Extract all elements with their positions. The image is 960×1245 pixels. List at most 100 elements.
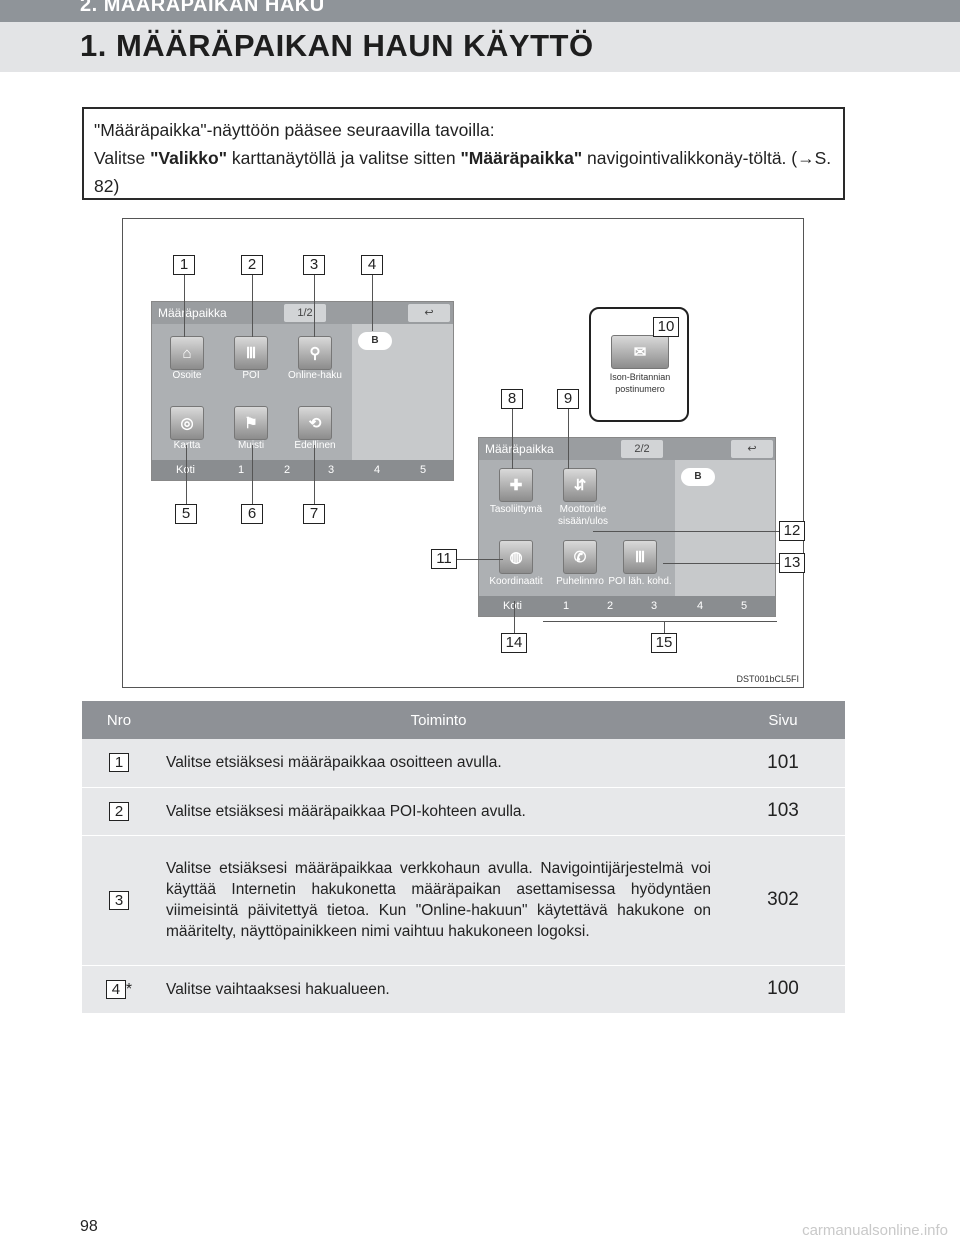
tile-label-edellinen: Edellinen — [294, 440, 336, 451]
leader-line — [663, 563, 779, 564]
postcode-icon[interactable]: ✉ — [611, 335, 669, 369]
row-function: Valitse etsiäksesi määräpaikkaa osoittee… — [156, 739, 721, 788]
row-function: Valitse etsiäksesi määräpaikkaa POI-koht… — [156, 787, 721, 836]
tile-label-poi-lah: POI läh. kohd. — [608, 576, 672, 587]
freeway-icon[interactable]: ⇵ — [563, 468, 597, 502]
preset-2[interactable]: 2 — [607, 600, 614, 612]
intro-line-1: "Määräpaikka"-näyttöön pääsee seuraavill… — [94, 120, 495, 140]
screen2-area-badge[interactable]: B — [681, 468, 715, 486]
screen1-page-button[interactable]: 1/2 — [284, 304, 326, 322]
callout-14: 14 — [501, 633, 527, 653]
callout-7: 7 — [303, 504, 325, 524]
row-page: 302 — [721, 835, 845, 966]
preset-3[interactable]: 3 — [651, 600, 658, 612]
screen2-page-button[interactable]: 2/2 — [621, 440, 663, 458]
function-table: Nro Toiminto Sivu 1 Valitse etsiäksesi m… — [82, 701, 845, 1014]
tile-label-koordinaatit: Koordinaatit — [489, 576, 543, 587]
intro-line-2: Valitse "Valikko" karttanäytöllä ja vali… — [94, 148, 832, 196]
table-row: 2 Valitse etsiäksesi määräpaikkaa POI-ko… — [82, 787, 845, 836]
map-icon[interactable]: ◎ — [170, 406, 204, 440]
preset-4[interactable]: 4 — [374, 464, 381, 476]
preset-1[interactable]: 1 — [238, 464, 245, 476]
callout-5: 5 — [175, 504, 197, 524]
tile-label-online: Online-haku — [288, 370, 342, 381]
leader-line — [514, 601, 515, 633]
leader-line — [457, 559, 503, 560]
row-page: 101 — [721, 739, 845, 788]
tile-label-poi: POI — [242, 370, 260, 381]
screen1-bottom-bar: Koti 1 2 3 4 5 — [152, 460, 453, 480]
row-number: 3 — [82, 835, 156, 966]
screen2-title: Määräpaikka — [485, 442, 554, 456]
col-header-sivu: Sivu — [721, 701, 845, 739]
leader-line — [664, 621, 665, 633]
row-function: Valitse vaihtaaksesi hakualueen. — [156, 965, 721, 1014]
online-search-icon[interactable]: ⚲ — [298, 336, 332, 370]
home-button[interactable]: Koti — [503, 600, 522, 612]
row-function: Valitse etsiäksesi määräpaikkaa verkkoha… — [156, 835, 721, 966]
home-button[interactable]: Koti — [176, 464, 195, 476]
row-page: 100 — [721, 965, 845, 1014]
preset-5[interactable]: 5 — [741, 600, 748, 612]
table-row: 3 Valitse etsiäksesi määräpaikkaa verkko… — [82, 835, 845, 966]
row-number: 4* — [82, 965, 156, 1014]
screen1-title: Määräpaikka — [158, 306, 227, 320]
tile-label-tasoliittyma: Tasoliittymä — [489, 504, 543, 515]
callout-9: 9 — [557, 389, 579, 409]
intersection-icon[interactable]: ✚ — [499, 468, 533, 502]
row-number: 1 — [82, 739, 156, 788]
callout-15: 15 — [651, 633, 677, 653]
table-header-row: Nro Toiminto Sivu — [82, 701, 845, 739]
tile-label-moottoritie: Moottoritie sisään/ulos — [557, 504, 609, 527]
watermark: carmanualsonline.info — [802, 1222, 948, 1239]
destination-screen-page-1: Määräpaikka 1/2 ↩ B ⌂ Osoite Ⅲ POI ⚲ Onl… — [151, 301, 454, 481]
tile-label-muisti: Muisti — [237, 440, 265, 451]
preset-2[interactable]: 2 — [284, 464, 291, 476]
postcode-bubble: ✉ Ison-Britannian postinumero — [589, 307, 689, 422]
page-title: 1. MÄÄRÄPAIKAN HAUN KÄYTTÖ — [80, 28, 594, 63]
section-header: 2. MÄÄRÄPAIKAN HAKU — [80, 0, 325, 16]
address-icon[interactable]: ⌂ — [170, 336, 204, 370]
callout-1: 1 — [173, 255, 195, 275]
screen1-area-badge[interactable]: B — [358, 332, 392, 350]
callout-3: 3 — [303, 255, 325, 275]
tile-label-puhelinnro: Puhelinnro — [556, 576, 604, 587]
callout-10: 10 — [653, 317, 679, 337]
bubble-label: Ison-Britannian postinumero — [609, 372, 671, 394]
title-band: 1. MÄÄRÄPAIKAN HAUN KÄYTTÖ — [0, 22, 960, 72]
callout-8: 8 — [501, 389, 523, 409]
callout-6: 6 — [241, 504, 263, 524]
tile-label-osoite: Osoite — [172, 370, 202, 381]
col-header-nro: Nro — [82, 701, 156, 739]
preset-1[interactable]: 1 — [563, 600, 570, 612]
memory-flag-icon[interactable]: ⚑ — [234, 406, 268, 440]
previous-icon[interactable]: ⟲ — [298, 406, 332, 440]
row-page: 103 — [721, 787, 845, 836]
screen2-bottom-bar: Koti 1 2 3 4 5 — [479, 596, 775, 616]
poi-near-icon[interactable]: Ⅲ — [623, 540, 657, 574]
leader-line — [252, 275, 253, 337]
callout-2: 2 — [241, 255, 263, 275]
leader-line — [314, 275, 315, 337]
leader-line — [568, 409, 569, 469]
back-icon[interactable]: ↩ — [731, 440, 773, 458]
destination-screen-page-2: Määräpaikka 2/2 ↩ B ✚ Tasoliittymä ⇵ Moo… — [478, 437, 776, 617]
back-icon[interactable]: ↩ — [408, 304, 450, 322]
table-row: 4* Valitse vaihtaaksesi hakualueen. 100 — [82, 965, 845, 1014]
page-number: 98 — [80, 1218, 98, 1235]
preset-3[interactable]: 3 — [328, 464, 335, 476]
row-number: 2 — [82, 787, 156, 836]
intro-box: "Määräpaikka"-näyttöön pääsee seuraavill… — [82, 107, 845, 200]
callout-12: 12 — [779, 521, 805, 541]
col-header-toiminto: Toiminto — [156, 701, 721, 739]
section-header-bar: 2. MÄÄRÄPAIKAN HAKU — [0, 0, 960, 22]
leader-line — [543, 621, 777, 622]
figure-id: DST001bCL5FI — [736, 674, 799, 684]
phone-icon[interactable]: ✆ — [563, 540, 597, 574]
preset-5[interactable]: 5 — [420, 464, 427, 476]
callout-4: 4 — [361, 255, 383, 275]
coordinates-icon[interactable]: ◍ — [499, 540, 533, 574]
leader-line — [314, 445, 315, 504]
poi-icon[interactable]: Ⅲ — [234, 336, 268, 370]
preset-4[interactable]: 4 — [697, 600, 704, 612]
